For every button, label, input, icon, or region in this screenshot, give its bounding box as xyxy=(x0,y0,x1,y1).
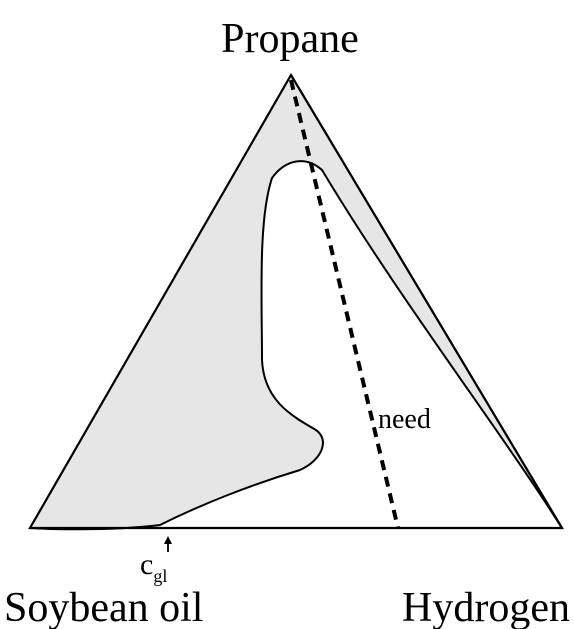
vertex-label-propane: Propane xyxy=(221,16,359,62)
need-label: need xyxy=(378,404,431,435)
cgl-label: cgl xyxy=(140,548,167,586)
cgl-arrow xyxy=(164,536,172,552)
phase-region xyxy=(30,75,562,530)
vertex-label-hydrogen: Hydrogen xyxy=(402,585,570,629)
need-line xyxy=(289,79,400,529)
vertex-label-soybean-oil: Soybean oil xyxy=(4,585,203,629)
phase-boundary xyxy=(29,74,563,531)
